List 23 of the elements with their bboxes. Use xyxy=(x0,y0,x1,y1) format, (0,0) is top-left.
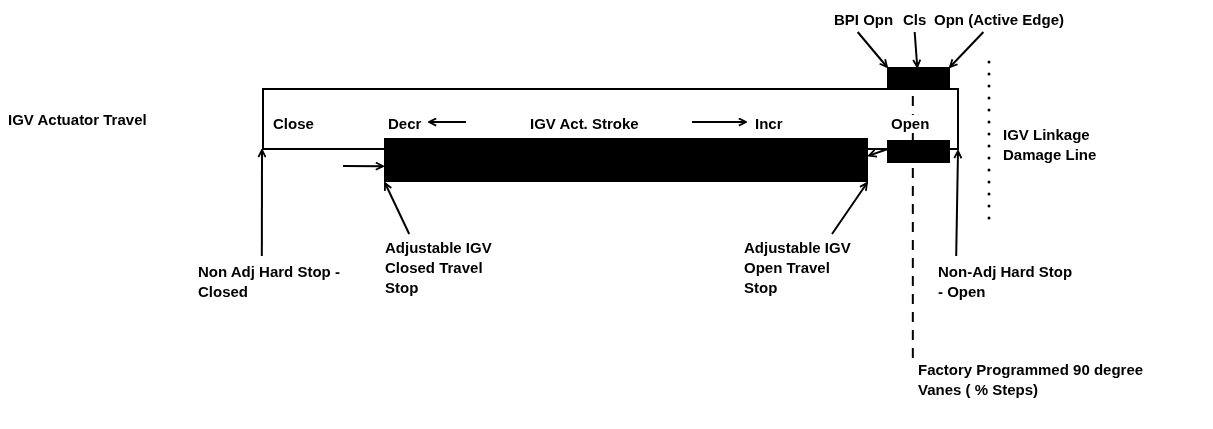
callout-text: Adjustable IGV Closed Travel Stop xyxy=(385,238,495,298)
arrow xyxy=(912,31,922,68)
callout-text: Non Adj Hard Stop - Closed xyxy=(198,262,350,302)
callout-text: BPI Opn xyxy=(834,10,894,30)
arrow xyxy=(868,148,888,158)
stop-bar xyxy=(887,140,950,163)
annotation-text: IGV Linkage Damage Line xyxy=(1003,125,1098,165)
callout-text: Non-Adj Hard Stop - Open xyxy=(938,262,1078,302)
arrow xyxy=(383,182,411,235)
arrow xyxy=(831,182,868,235)
stop-bar xyxy=(887,67,950,88)
arrow xyxy=(856,31,888,68)
annotation-text: IGV Actuator Travel xyxy=(8,110,147,130)
callout-text: Adjustable IGV Open Travel Stop xyxy=(744,238,854,298)
callout-text: Factory Programmed 90 degree Vanes ( % Steps) xyxy=(918,360,1148,400)
callout-text: Opn (Active Edge) xyxy=(934,10,1064,30)
travel-position-label: Open xyxy=(890,115,931,133)
arrow xyxy=(949,31,985,68)
arrow xyxy=(257,149,267,257)
arrow xyxy=(342,161,384,171)
stop-bar xyxy=(384,138,868,182)
callout-text: Cls xyxy=(903,10,927,30)
arrow xyxy=(953,150,963,257)
